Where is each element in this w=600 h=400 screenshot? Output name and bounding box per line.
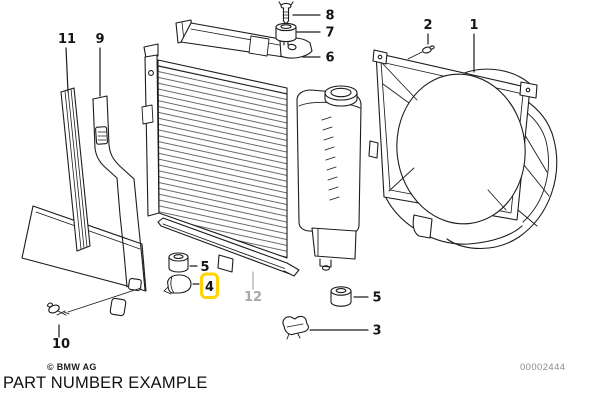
callout-2[interactable]: 2 [423,18,432,33]
fan-shroud-drawing [368,49,558,249]
callout-12[interactable]: 12 [244,290,262,305]
page-caption: PART NUMBER EXAMPLE [3,374,208,392]
bushing-drawing [275,22,297,46]
callout-3[interactable]: 3 [372,324,381,339]
clip-drawing [282,315,309,340]
callout-9[interactable]: 9 [95,32,104,47]
mounting-bracket-drawing [175,19,313,59]
trim-strip-drawing [60,87,91,252]
highlighted-callout-4[interactable]: 4 [200,272,219,299]
radiator-drawing [141,43,288,273]
push-rivet-drawing [47,287,142,317]
callout-11[interactable]: 11 [58,32,76,47]
callout-6[interactable]: 6 [325,51,334,66]
callout-10[interactable]: 10 [52,337,70,352]
diagram-plate-number: 00002444 [520,362,566,373]
screw-drawing [278,1,294,25]
callout-11-leader [65,47,69,93]
retainer-cap-drawing [163,274,192,295]
lower-molding-drawing [157,217,300,277]
bmw-copyright: © BMW AG [47,362,97,372]
callout-8[interactable]: 8 [325,9,334,24]
callout-5-left[interactable]: 5 [200,260,209,275]
callout-5-right[interactable]: 5 [372,291,381,306]
rubber-mount-left-drawing [168,252,189,273]
callout-7[interactable]: 7 [325,26,334,41]
callout-leaders [58,14,475,338]
callout-1[interactable]: 1 [469,18,478,33]
expansion-tank-drawing [296,85,362,271]
callout-4[interactable]: 4 [205,280,214,295]
highlight-box [200,272,219,299]
shroud-screw-drawing [407,45,435,60]
rubber-mount-right-drawing [330,286,352,307]
